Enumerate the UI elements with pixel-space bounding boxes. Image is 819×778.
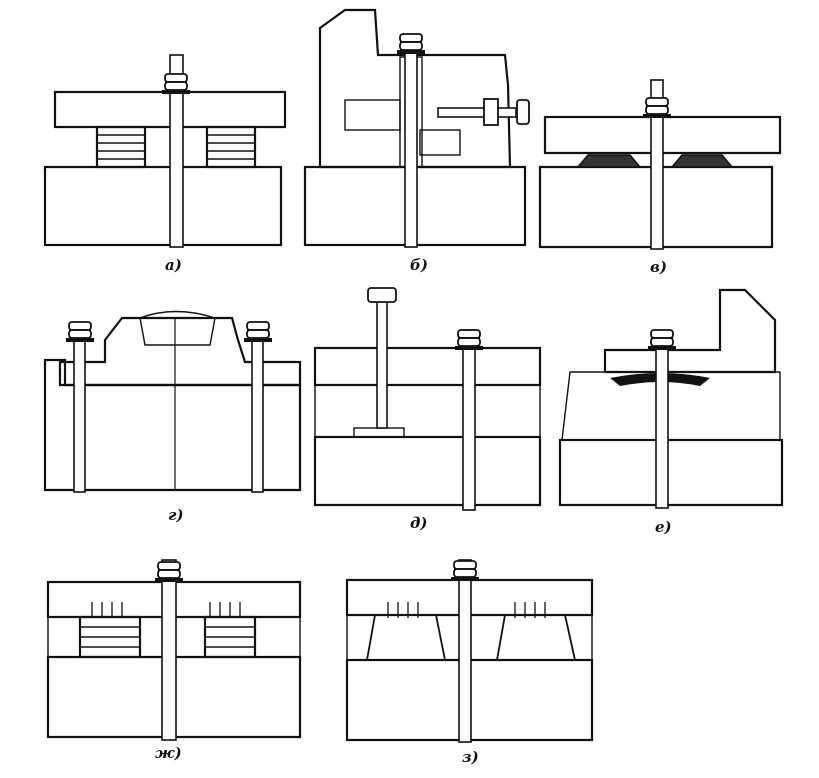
nut-icon: [243, 321, 273, 343]
caption-d: д): [410, 514, 428, 532]
machine-frame: [58, 316, 302, 387]
anchor-bolt: [462, 329, 476, 511]
jack-screw-head-icon: [367, 287, 397, 303]
machine-frame: [603, 288, 777, 374]
grout-arrows-left: [387, 602, 419, 618]
nut-icon: [450, 560, 480, 582]
panel-g: г): [43, 310, 302, 524]
adjusting-screw: [437, 107, 517, 118]
anchor-bolt-left: [73, 339, 86, 493]
caption-zh: ж): [155, 744, 182, 762]
grout-layer: [314, 384, 541, 438]
caption-b: б): [410, 256, 428, 274]
anchor-bolt: [161, 559, 177, 741]
anchor-bolt-right: [251, 339, 264, 493]
machine-base-plate: [313, 346, 542, 387]
nut-icon: [642, 97, 672, 119]
grout-arrows-right: [514, 602, 546, 618]
panel-v: в): [538, 79, 782, 276]
foundation-block: [313, 435, 542, 507]
anchor-bolt: [655, 335, 669, 509]
screw-head-icon: [516, 99, 530, 125]
shim-pack-right: [205, 125, 257, 169]
caption-a: а): [165, 256, 182, 274]
panel-e: е): [558, 288, 784, 536]
foundation-block: [558, 438, 784, 507]
panel-z: з): [345, 559, 594, 766]
nut-icon: [647, 329, 677, 351]
caption-v: в): [650, 258, 667, 276]
panel-b: б): [303, 8, 530, 274]
anchor-bolt: [458, 559, 472, 743]
machine-frame: [318, 8, 512, 169]
anchor-bolt: [650, 79, 664, 250]
caption-g: г): [168, 506, 184, 524]
adjusting-nut-icon: [483, 98, 499, 126]
shim-pack-left: [95, 125, 147, 169]
wedge-right: [670, 154, 734, 168]
grout-arrows-right: [209, 602, 241, 617]
nut-icon: [161, 73, 191, 95]
support-plate: [353, 427, 405, 438]
panel-a: а): [43, 54, 287, 274]
jack-screw: [376, 299, 388, 429]
grout-arrows-left: [91, 602, 123, 617]
panel-d: д): [313, 287, 542, 532]
wedge-left: [576, 154, 642, 168]
nut-icon: [396, 33, 426, 55]
nut-icon: [154, 561, 184, 583]
caption-e: е): [655, 518, 672, 536]
foundation-block: [43, 165, 283, 247]
panel-zh: ж): [46, 559, 302, 762]
anchor-bolt: [169, 54, 184, 248]
nut-icon: [65, 321, 95, 343]
anchor-bolt: [404, 44, 418, 248]
caption-z: з): [462, 748, 479, 766]
nut-icon: [454, 329, 484, 351]
